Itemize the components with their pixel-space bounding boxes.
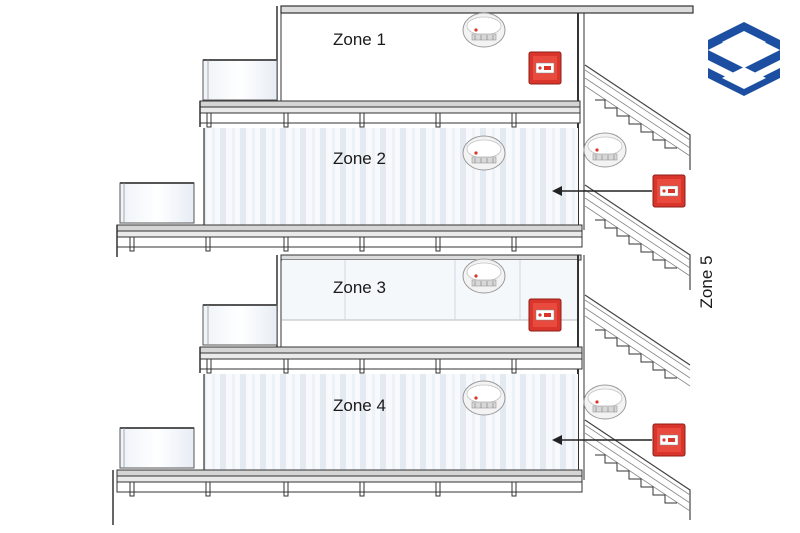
smoke-detector-icon xyxy=(583,132,627,168)
smoke-detector-icon xyxy=(583,384,627,420)
arrow-left-icon xyxy=(552,186,652,196)
slab-zone-1-2 xyxy=(199,100,581,128)
mid-separator-slab xyxy=(280,254,582,261)
zone-2-label: Zone 2 xyxy=(333,149,386,168)
zone-4-label: Zone 4 xyxy=(333,396,386,415)
smoke-detector-icon xyxy=(462,258,506,294)
company-logo-icon xyxy=(708,22,780,96)
manual-call-point-icon xyxy=(652,174,686,208)
manual-call-point-icon xyxy=(528,298,562,332)
zone-5-label: Zone 5 xyxy=(697,256,716,309)
manual-call-point-icon xyxy=(652,423,686,457)
roof-slab xyxy=(280,5,694,14)
staircase xyxy=(584,64,691,520)
slab-zone-3-4 xyxy=(199,346,583,374)
zone-4-curtain-wall xyxy=(204,374,578,470)
manual-call-point-icon xyxy=(528,51,562,85)
slab-bottom xyxy=(116,469,583,497)
smoke-detector-icon xyxy=(462,135,506,171)
zone-3-label: Zone 3 xyxy=(333,278,386,297)
zone-2-balcony-glass xyxy=(119,182,195,224)
arrow-left-icon xyxy=(552,435,652,445)
smoke-detector-icon xyxy=(462,12,506,48)
zone-1-balcony-glass xyxy=(202,59,278,101)
smoke-detector-icon xyxy=(462,380,506,416)
zone-4-balcony-glass xyxy=(119,427,195,469)
zone-3-balcony-glass xyxy=(202,304,278,346)
zone-2-curtain-wall xyxy=(204,128,578,225)
zone-1-label: Zone 1 xyxy=(333,30,386,49)
slab-zone-2-3 xyxy=(116,224,583,252)
